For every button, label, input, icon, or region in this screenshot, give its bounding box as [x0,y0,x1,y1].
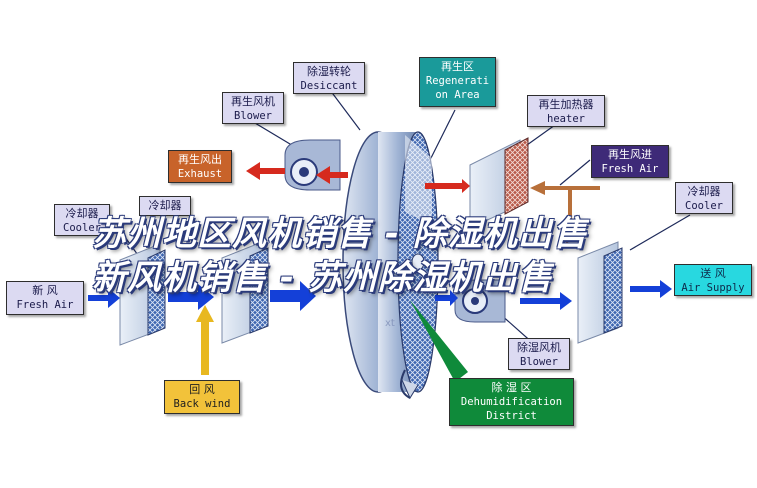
overlay-line-1: 苏州地区风机销售 - 除湿机出售 [92,214,588,254]
fresh-air-en: Fresh Air [16,299,74,311]
cooler-left-label: 冷却器 Cooler [54,204,110,236]
exhaust-label: 再生风出 Exhaust [168,150,232,183]
dehum-blower-cn: 除湿风机 [517,341,561,354]
regeneration-area-label: 再生区 Regenerati on Area [419,57,496,107]
desiccant-wheel-label: 除湿转轮 Desiccant [293,62,365,94]
regen-blower-label: 再生风机 Blower [222,92,284,124]
exhaust-cn: 再生风出 [178,153,222,166]
back-wind-label: 回 风 Back wind [164,380,240,414]
regen-area-en1: Regenerati [425,75,490,87]
regen-fresh-en: Fresh Air [601,163,659,175]
watermark: xt [385,318,395,329]
regen-fresh-cn: 再生风进 [608,148,652,161]
exhaust-en: Exhaust [177,168,223,180]
dehum-district-en2: District [486,410,537,422]
air-supply-en: Air Supply [681,282,745,294]
fan-icon [284,139,341,191]
regen-heater-en: heater [547,113,585,125]
overlay-line-2: 新风机销售 - 苏州除湿机出售 [92,258,553,298]
regen-area-cn: 再生区 [441,60,474,73]
coil-icon [577,241,623,344]
desiccant-wheel-icon [342,131,439,400]
cooler-mid-cn: 冷却器 [148,199,182,212]
regen-blower-cn: 再生风机 [231,95,275,108]
desiccant-en: Desiccant [300,80,358,92]
coil-icon [119,243,166,346]
regen-blower-en: Blower [234,110,272,122]
arrow-icon [410,300,468,382]
fresh-air-label: 新 风 Fresh Air [6,281,84,315]
cooler-right-label: 冷却器 Cooler [675,182,733,214]
regen-fresh-air-label: 再生风进 Fresh Air [591,145,669,178]
cooler-mid-label: 冷却器 [139,196,191,216]
cooler-left-cn: 冷却器 [65,207,99,220]
cooler-right-cn: 冷却器 [687,185,721,198]
arrow-icon [196,305,214,375]
cooler-right-en: Cooler [685,200,723,212]
arrow-icon [530,181,600,244]
fresh-air-cn: 新 风 [32,284,58,297]
desiccant-cn: 除湿转轮 [307,65,351,78]
air-supply-label: 送 风 Air Supply [674,264,752,296]
arrow-icon [88,280,672,311]
back-wind-en: Back wind [173,398,231,410]
air-supply-cn: 送 风 [700,267,726,280]
regen-heater-label: 再生加热器 heater [527,95,605,127]
dehum-district-en1: Dehumidification [460,396,563,408]
heater-icon [469,137,529,229]
leader-lines [119,89,691,346]
cooler-left-en: Cooler [63,222,101,234]
regen-area-en2: on Area [435,89,480,101]
dehum-blower-en: Blower [520,356,558,368]
dehum-district-cn: 除 湿 区 [491,381,532,394]
regen-heater-cn: 再生加热器 [538,98,594,111]
coil-icon [221,241,269,344]
back-wind-cn: 回 风 [189,383,215,396]
fan-icon [454,279,506,323]
dehum-blower-label: 除湿风机 Blower [508,338,570,370]
arrow-icon [246,162,470,193]
dehumidification-district-label: 除 湿 区 Dehumidification District [449,378,574,426]
